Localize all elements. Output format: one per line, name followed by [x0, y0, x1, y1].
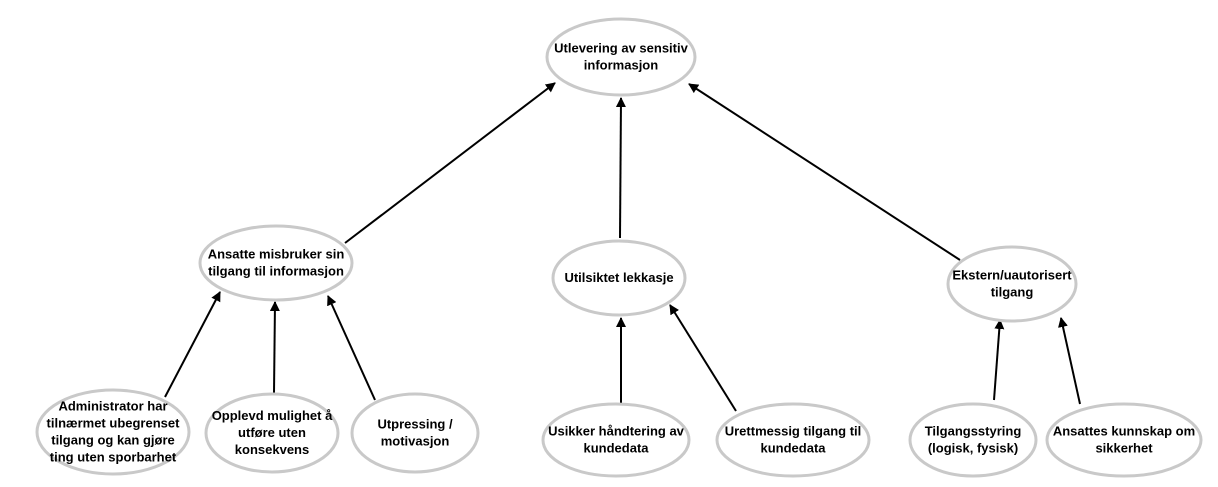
node-knowledge: Ansattes kunnskap om sikkerhet	[1045, 402, 1203, 478]
node-label-line: Utpressing /	[377, 417, 453, 432]
node-label-line: tilgang til informasjon	[208, 264, 344, 279]
arrow-blackmail-to-misuse	[327, 295, 376, 401]
node-root: Utlevering av sensitiv informasjon	[545, 17, 697, 97]
node-unauthorized: Urettmessig tilgang til kundedata	[715, 402, 871, 478]
arrow-external-to-root	[688, 83, 961, 261]
node-label-line: (logisk, fysisk)	[928, 441, 1018, 456]
node-ellipse	[198, 224, 354, 302]
node-label-line: tilnærmet ubegrenset	[47, 416, 181, 431]
arrow-opportunity-to-misuse	[269, 301, 280, 394]
node-label-line: Ansatte misbruker sin	[208, 247, 345, 262]
node-label-line: kundedata	[583, 441, 649, 456]
arrow-accesscontrol-to-external	[993, 319, 1005, 401]
node-label-line: Utlevering av sensitiv	[554, 41, 688, 56]
node-label-line: Utilsiktet lekkasje	[564, 270, 673, 285]
arrow-leak-to-root	[615, 97, 626, 239]
node-ellipse	[350, 392, 480, 474]
node-label-line: Tilgangsstyring	[925, 424, 1022, 439]
nodes: Utlevering av sensitiv informasjonAnsatte…	[35, 17, 1203, 478]
node-label-line: Administrator har	[58, 399, 167, 414]
node-handling: Usikker håndtering av kundedata	[541, 402, 691, 478]
node-ellipse	[908, 402, 1038, 478]
node-label-line: konsekvens	[235, 442, 309, 457]
edges	[164, 82, 1081, 412]
node-label-line: utføre uten	[238, 425, 306, 440]
node-ellipse	[204, 392, 340, 474]
node-ellipse	[35, 388, 191, 476]
node-label-line: Opplevd mulighet å	[212, 408, 333, 423]
arrow-admin-to-misuse	[164, 291, 221, 398]
node-ellipse	[541, 402, 691, 478]
node-label-line: ting uten sporbarhet	[50, 450, 177, 465]
node-opportunity: Opplevd mulighet å utføre uten konsekvens	[204, 392, 340, 474]
node-accesscontrol: Tilgangsstyring (logisk, fysisk)	[908, 402, 1038, 478]
arrow-misuse-to-root	[344, 82, 556, 244]
node-label-line: sikkerhet	[1095, 441, 1153, 456]
node-external: Ekstern/uautorisert tilgang	[946, 245, 1078, 323]
node-label-line: tilgang og kan gjøre	[51, 433, 175, 448]
node-misuse: Ansatte misbruker sin tilgang til informa…	[198, 224, 354, 302]
node-blackmail: Utpressing / motivasjon	[350, 392, 480, 474]
node-label-line: Urettmessig tilgang til	[725, 424, 862, 439]
node-label-line: Ansattes kunnskap om	[1053, 424, 1195, 439]
node-ellipse	[545, 17, 697, 97]
node-label-line: informasjon	[584, 58, 658, 73]
node-ellipse	[1045, 402, 1203, 478]
node-label-line: Ekstern/uautorisert	[952, 268, 1072, 283]
arrow-knowledge-to-external	[1058, 317, 1081, 405]
node-ellipse	[551, 239, 687, 317]
node-label-line: kundedata	[760, 441, 826, 456]
node-admin: Administrator har tilnærmet ubegrenset til…	[35, 388, 191, 476]
node-label-line: Usikker håndtering av	[548, 424, 685, 439]
node-label-line: motivasjon	[381, 434, 450, 449]
node-ellipse	[715, 402, 871, 478]
node-label-line: tilgang	[991, 285, 1034, 300]
arrow-unauthorized-to-leak	[669, 304, 737, 412]
node-ellipse	[946, 245, 1078, 323]
node-leak: Utilsiktet lekkasje	[551, 239, 687, 317]
